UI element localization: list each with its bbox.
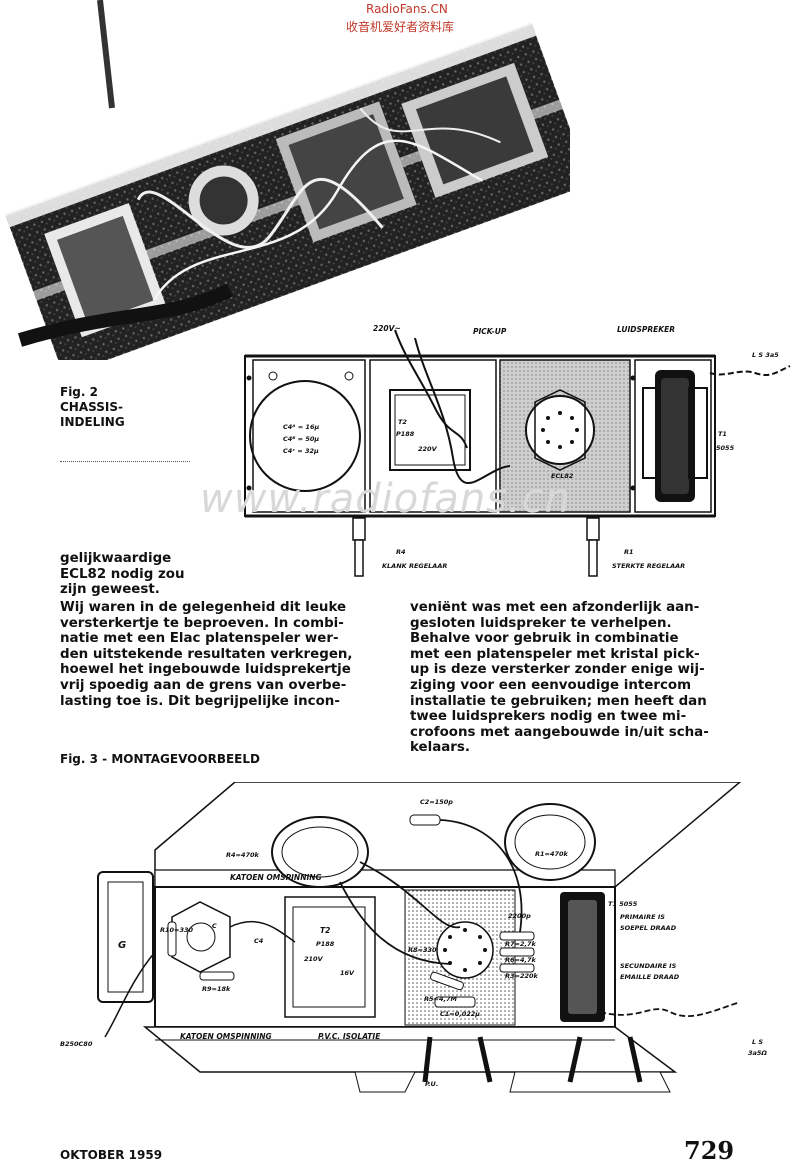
- fig2-label-tube: ECL82: [551, 472, 574, 480]
- fig2-label-t1: T1: [718, 430, 727, 438]
- fig3-label-ls-ohm: 3a5Ω: [748, 1049, 767, 1057]
- watermark-site-subtitle: 收音机爱好者资料库: [346, 20, 455, 34]
- fig2-label-t2: T2: [398, 418, 407, 426]
- fig3-label-r8: R8=330: [408, 946, 437, 954]
- text-left-line: versterkertje te beproeven. In combi-: [60, 615, 344, 631]
- watermark-site-name: RadioFans.CN: [366, 2, 448, 16]
- fig3-label-r10: R10=330: [160, 926, 194, 934]
- fig2-chassis-diagram: [244, 329, 791, 577]
- fig3-assembly-diagram: [97, 782, 742, 1093]
- text-left-line: Wij waren in de gelegenheid dit leuke: [60, 600, 347, 615]
- fig2-caption-line1: Fig. 2: [60, 385, 98, 399]
- text-right-line: Behalve voor gebruik in combinatie: [410, 631, 679, 647]
- text-left-line: hoewel het ingebouwde luidsprekertje: [60, 662, 351, 678]
- fig3-label-c4: C4: [254, 937, 264, 945]
- fig2-label-luidspreker: LUIDSPREKER: [617, 325, 675, 334]
- fig2-label-p188: P188: [396, 430, 415, 438]
- fig3-label-c1: C1=0,022µ: [440, 1010, 481, 1018]
- fig3-label-pu: P.U.: [425, 1080, 439, 1088]
- fig3-label-r1: R1=470k: [535, 850, 568, 858]
- fig3-caption: Fig. 3 - MONTAGEVOORBEELD: [60, 752, 260, 766]
- text-left-line: natie met een Elac platenspeler wer-: [60, 631, 339, 647]
- text-right-line: installatie te gebruiken; men heeft dan: [410, 693, 707, 709]
- fig2-label-klank-regelaar: KLANK REGELAAR: [382, 562, 448, 570]
- text-right-line: gesloten luidspreker te verhelpen.: [410, 615, 672, 631]
- chassis-photo: [5, 0, 570, 360]
- footer-month: OKTOBER 1959: [60, 1148, 163, 1162]
- fig2-caption-line3: INDELING: [60, 415, 125, 429]
- text-right-line: met een platenspeler met kristal pick-: [410, 646, 700, 662]
- fig3-label-r4: R4=470k: [226, 851, 259, 859]
- text-left-line: lasting toe is. Dit begrijpelijke incon-: [60, 693, 340, 709]
- fig3-label-210v: 210V: [304, 955, 323, 963]
- fig3-label-r6: R6=4,7k: [505, 956, 536, 964]
- fig2-label-r1: R1: [624, 548, 634, 556]
- fig2-label-pickup: PICK-UP: [473, 327, 507, 336]
- fig3-label-16v: 16V: [340, 969, 355, 977]
- fig3-label-secundaire-1: SECUNDAIRE IS: [620, 962, 677, 970]
- watermark-url: www.radiofans.cn: [200, 476, 572, 522]
- fig3-label-c2: C2=150p: [420, 798, 453, 806]
- fig2-label-ls: L S 3a5: [752, 351, 779, 359]
- fig3-label-primaire-2: SOEPEL DRAAD: [620, 924, 677, 932]
- fig3-label-secundaire-2: EMAILLE DRAAD: [620, 973, 680, 981]
- text-right-line: twee luidsprekers nodig en twee mi-: [410, 709, 687, 725]
- fig3-label-r5: R5=4,7M: [424, 995, 457, 1003]
- text-left-short-line: ECL82 nodig zou: [60, 566, 185, 582]
- fig3-label-c: C: [212, 922, 217, 930]
- fig2-label-sterkte-regelaar: STERKTE REGELAAR: [612, 562, 686, 570]
- text-right-line: veniënt was met een afzonderlijk aan-: [410, 600, 700, 615]
- fig2-label-t1-type: 5055: [716, 444, 735, 452]
- fig3-label-pvc: P.V.C. ISOLATIE: [318, 1032, 381, 1041]
- text-left-line: den uitstekende resultaten verkregen,: [60, 646, 353, 662]
- text-left-short-line: gelijkwaardige: [60, 551, 172, 566]
- fig3-label-primaire-1: PRIMAIRE IS: [620, 913, 665, 921]
- fig3-label-b250: B250C80: [60, 1040, 93, 1048]
- fig3-label-katoen-top: KATOEN OMSPINNING: [230, 873, 322, 882]
- fig3-label-p188: P188: [316, 940, 335, 948]
- fig3-label-r9: R9=18k: [202, 985, 231, 993]
- text-left-line: vrij spoedig aan de grens van overbe-: [60, 677, 347, 693]
- fig2-label-c4c: C4ᶜ = 32µ: [283, 447, 319, 455]
- text-right-line: kelaars.: [410, 740, 470, 756]
- fig3-label-r3: R3=220k: [505, 972, 538, 980]
- fig2-label-220v-secondary: 220V: [418, 445, 437, 453]
- page-number: 729: [684, 1136, 735, 1165]
- fig2-caption-line2: CHASSIS-: [60, 400, 123, 414]
- caption-divider: [60, 460, 190, 462]
- fig3-label-ls: L S: [752, 1038, 764, 1046]
- fig2-label-r4: R4: [396, 548, 406, 556]
- fig3-label-r7: R7=2,7k: [505, 940, 536, 948]
- fig3-label-c220: 2200p: [508, 912, 531, 920]
- fig2-label-c4b: C4ᴮ = 50µ: [283, 435, 320, 443]
- text-right-line: up is deze versterker zonder enige wij-: [410, 662, 705, 678]
- text-right-line: ziging voor een eenvoudige intercom: [410, 677, 692, 693]
- fig3-label-katoen-bottom: KATOEN OMSPINNING: [180, 1032, 272, 1041]
- fig3-label-g: G: [118, 940, 127, 951]
- fig3-label-t2: T2: [320, 926, 331, 935]
- text-right-line: crofoons met aangebouwde in/uit scha-: [410, 724, 709, 740]
- text-left-short-line: zijn geweest.: [60, 582, 160, 598]
- fig3-label-t1: T1 5055: [608, 900, 638, 908]
- fig2-label-220v: 220V~: [373, 324, 401, 333]
- fig2-label-c4a: C4ᴬ = 16µ: [283, 423, 320, 431]
